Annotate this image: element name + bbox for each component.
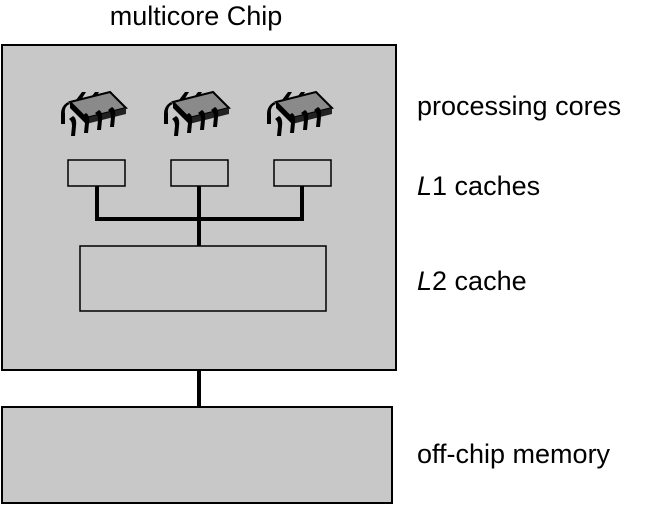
label-l1-caches: L1 caches: [417, 171, 540, 201]
label-l1-prefix: L: [417, 171, 432, 201]
chip-icon: [61, 90, 128, 136]
label-l2-prefix: L: [417, 266, 432, 296]
off-chip-memory-box: [1, 406, 393, 504]
l1-cache-2: [170, 159, 229, 187]
core-3: [267, 90, 334, 136]
core-2: [164, 90, 231, 136]
label-processing-cores: processing cores: [417, 91, 621, 121]
label-l2-suffix: 2 cache: [432, 266, 527, 296]
label-off-chip-memory: off-chip memory: [417, 439, 611, 469]
chip-icon: [164, 90, 231, 136]
core-1: [61, 90, 128, 136]
chip-icon: [267, 90, 334, 136]
l1-l2-bus: [95, 186, 304, 246]
l1-cache-3: [273, 159, 332, 187]
diagram-title: multicore Chip: [110, 1, 283, 31]
l1-cache-1: [67, 159, 126, 187]
label-l1-suffix: 1 caches: [432, 171, 540, 201]
label-l2-cache: L2 cache: [417, 266, 527, 296]
l2-cache: [79, 245, 327, 312]
